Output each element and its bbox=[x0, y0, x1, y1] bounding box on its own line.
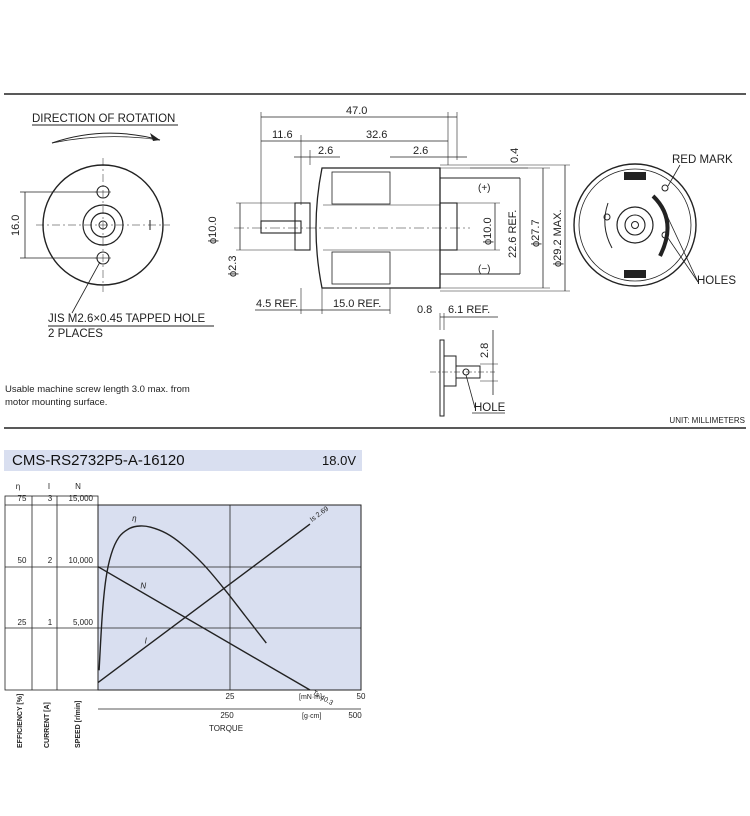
eff-axis-label: EFFICIENCY [%] bbox=[17, 694, 24, 748]
motor-body bbox=[315, 167, 441, 289]
shaft bbox=[260, 220, 302, 234]
eff-tick-25: 25 bbox=[18, 618, 27, 627]
cur-tick-2: 2 bbox=[48, 556, 53, 565]
dim-04: 0.4 bbox=[509, 148, 521, 163]
speed-symbol: N bbox=[75, 482, 81, 491]
mnm-tick-50: 50 bbox=[357, 692, 366, 701]
eff-tick-50: 50 bbox=[18, 556, 27, 565]
scale-area bbox=[4, 495, 99, 691]
mnm-unit: [mN·m] bbox=[299, 694, 322, 701]
speed-tick-15000: 15,000 bbox=[69, 494, 94, 503]
terminal-plus-label: (+) bbox=[478, 183, 491, 194]
performance-chart: η I N 75 50 25 3 2 1 15,000 10,000 5,000… bbox=[4, 482, 366, 748]
rotation-arrow-icon bbox=[51, 132, 161, 144]
screw-note-2: motor mounting surface. bbox=[5, 397, 107, 408]
cur-tick-3: 3 bbox=[48, 494, 53, 503]
tapped-hole-label: JIS M2.6×0.45 TAPPED HOLE bbox=[48, 313, 205, 325]
dim-shaft-small: ϕ2.3 bbox=[227, 256, 239, 277]
cur-axis-label: CURRENT [A] bbox=[44, 702, 51, 748]
rear-slot bbox=[651, 194, 670, 257]
dim-shaft-dia: ϕ10.0 bbox=[207, 216, 219, 244]
rated-voltage: 18.0V bbox=[322, 453, 356, 468]
series-name-1: I bbox=[145, 637, 148, 646]
front-boss bbox=[294, 202, 311, 251]
unit-label: UNIT: MILLIMETERS bbox=[669, 416, 745, 425]
cur-symbol: I bbox=[48, 482, 50, 491]
speed-axis-label: SPEED [r/min] bbox=[75, 701, 82, 748]
dim-shaft: 11.6 bbox=[272, 129, 293, 141]
model-name: CMS-RS2732P5-A-16120 bbox=[12, 452, 185, 469]
leader-line bbox=[71, 261, 101, 314]
front-view: DIRECTION OF ROTATION 16.0 JIS M2.6×0.45… bbox=[5, 113, 214, 408]
series-name-2: η bbox=[132, 514, 137, 523]
rear-view: RED MARK HOLES bbox=[573, 154, 736, 287]
terminal-bottom bbox=[624, 270, 646, 278]
dim-rear-ref: 22.6 REF. bbox=[507, 210, 519, 258]
speed-tick-5000: 5,000 bbox=[73, 618, 94, 627]
dim-front-boss: 2.6 bbox=[318, 145, 333, 157]
tapped-hole-places: 2 PLACES bbox=[48, 328, 103, 340]
dim-body: 32.6 bbox=[366, 129, 387, 141]
gcm-unit: [g·cm] bbox=[302, 713, 322, 720]
gcm-tick-250: 250 bbox=[220, 711, 234, 720]
series-line-1 bbox=[97, 523, 311, 684]
speed-tick-10000: 10,000 bbox=[69, 556, 94, 565]
rear-face-circle bbox=[573, 163, 697, 287]
side-view: 47.0 11.6 32.6 2.6 2.6 0.4 (+) (−) ϕ bbox=[207, 105, 570, 314]
series-line-2 bbox=[98, 525, 267, 671]
hole-label: HOLE bbox=[474, 402, 506, 414]
dim-overall: 47.0 bbox=[346, 105, 367, 117]
series-line-0 bbox=[97, 566, 311, 691]
front-dim-16: 16.0 bbox=[10, 215, 22, 236]
cur-tick-1: 1 bbox=[48, 618, 53, 627]
holes-label: HOLES bbox=[697, 275, 736, 287]
eff-symbol: η bbox=[16, 482, 20, 491]
series-name-0: N bbox=[140, 581, 146, 590]
eff-tick-75: 75 bbox=[18, 494, 27, 503]
dim-61: 6.1 REF. bbox=[448, 304, 490, 316]
dim-rear-boss: 2.6 bbox=[413, 145, 428, 157]
terminal-minus-label: (−) bbox=[478, 264, 491, 275]
dim-28: 2.8 bbox=[479, 343, 491, 358]
dim-body-dia: ϕ27.7 bbox=[530, 219, 542, 247]
chart-title-bar: CMS-RS2732P5-A-16120 18.0V bbox=[4, 450, 362, 471]
dim-150: 15.0 REF. bbox=[333, 298, 381, 310]
mnm-tick-25: 25 bbox=[226, 692, 235, 701]
rear-boss bbox=[439, 202, 458, 251]
torque-label: TORQUE bbox=[209, 724, 243, 733]
dim-rear-dia: ϕ10.0 bbox=[482, 217, 494, 245]
dim-45: 4.5 REF. bbox=[256, 298, 298, 310]
direction-label: DIRECTION OF ROTATION bbox=[32, 113, 175, 125]
dim-max-dia: ϕ29.2 MAX. bbox=[552, 209, 564, 267]
screw-note-1: Usable machine screw length 3.0 max. fro… bbox=[5, 384, 190, 395]
arrow-head-icon bbox=[150, 133, 160, 141]
terminal-top bbox=[624, 172, 646, 180]
red-mark-dot bbox=[661, 184, 669, 192]
dim-08: 0.8 bbox=[417, 304, 432, 316]
terminal-detail: 0.8 6.1 REF. 2.8 HOLE bbox=[417, 304, 506, 417]
gcm-tick-500: 500 bbox=[348, 711, 362, 720]
red-mark-label: RED MARK bbox=[672, 154, 733, 166]
plot-area bbox=[97, 504, 362, 691]
